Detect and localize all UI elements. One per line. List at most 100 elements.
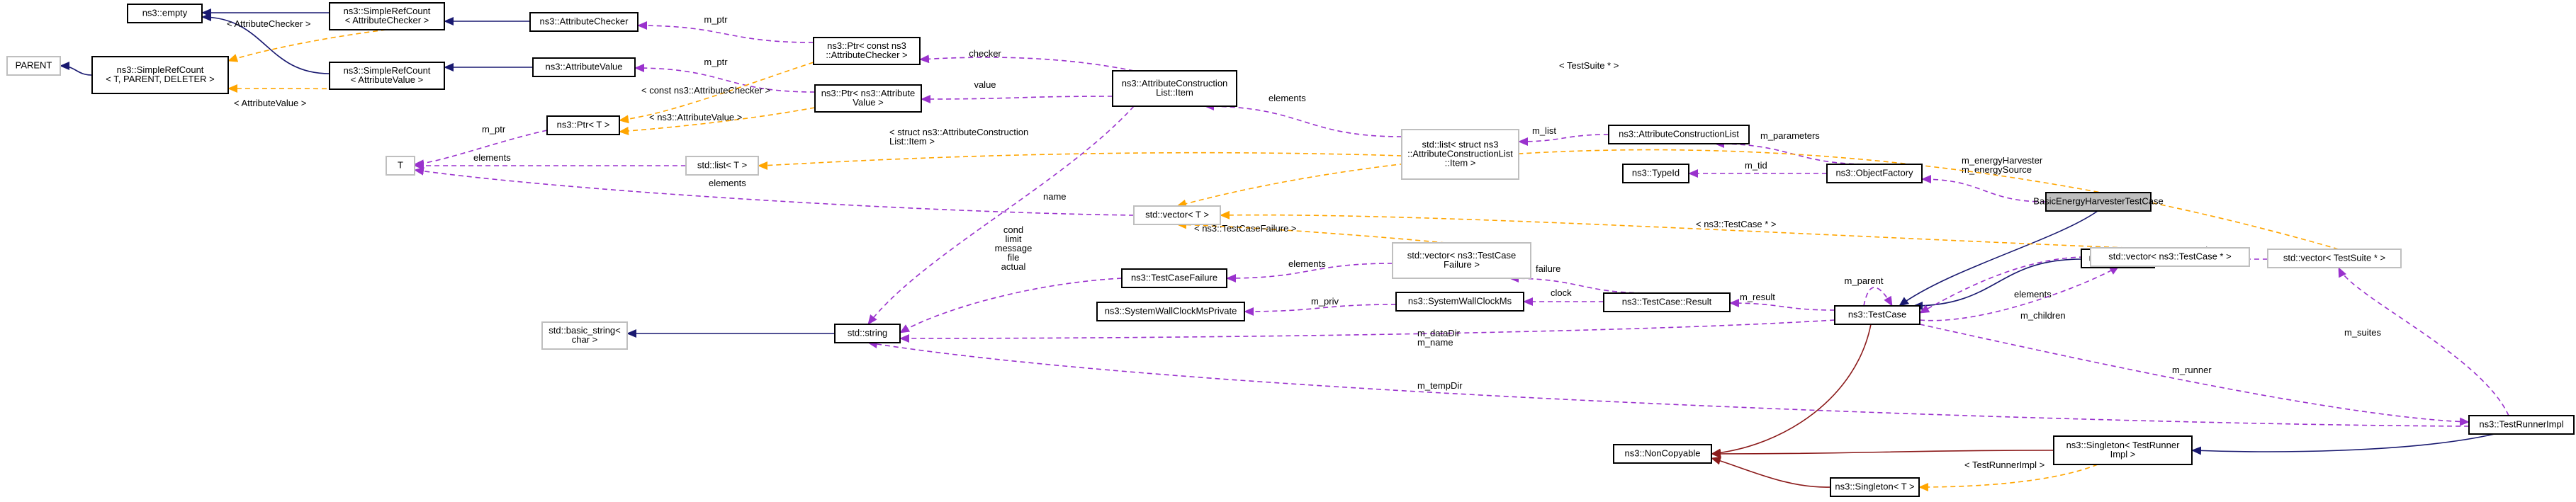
class-node-runnerImpl[interactable]: ns3::TestRunnerImpl — [2468, 415, 2575, 435]
class-node-label: std::string — [848, 328, 887, 338]
class-node-empty[interactable]: ns3::empty — [127, 4, 203, 23]
edge-line — [1918, 464, 2098, 491]
class-node-parent[interactable]: PARENT — [6, 56, 61, 76]
class-node-label: ns3::TestCaseFailure — [1131, 273, 1217, 283]
class-node-attrChecker[interactable]: ns3::AttributeChecker — [529, 12, 639, 32]
edge-line — [60, 62, 93, 76]
class-node-ptrT[interactable]: ns3::Ptr< T > — [546, 115, 620, 135]
class-node-label-line: < T, PARENT, DELETER > — [106, 74, 214, 84]
class-node-label-line: List::Item — [1156, 87, 1193, 98]
class-node-label-line: ns3::Singleton< T > — [1835, 481, 1914, 492]
class-node-typeId[interactable]: ns3::TypeId — [1622, 164, 1689, 183]
class-node-listT[interactable]: std::list< T > — [685, 156, 759, 176]
class-node-label: std::basic_string<char > — [549, 325, 621, 345]
class-node-tcFailure[interactable]: ns3::TestCaseFailure — [1121, 268, 1227, 288]
edge-line — [619, 62, 814, 124]
class-node-label-line: T — [398, 160, 403, 171]
edge-label: elements — [473, 152, 511, 163]
edge-line — [1729, 299, 1835, 311]
class-node-string[interactable]: std::string — [834, 324, 901, 343]
class-node-label-line: ns3::NonCopyable — [1625, 448, 1701, 459]
edge-acList-to-listItem: m_list — [1518, 125, 1609, 146]
edge-label: m_runner — [2172, 365, 2212, 375]
class-node-srcChecker[interactable]: ns3::SimpleRefCount< AttributeChecker > — [329, 2, 445, 30]
class-node-srcValue[interactable]: ns3::SimpleRefCount< AttributeValue > — [329, 62, 445, 90]
class-node-vecTestSuite[interactable]: std::vector< TestSuite * > — [2267, 249, 2402, 268]
class-node-behtc[interactable]: BasicEnergyHarvesterTestCase — [2033, 192, 2164, 212]
class-node-label-line: Failure > — [1444, 259, 1480, 270]
edge-label: m_result — [1740, 292, 1775, 302]
class-node-acList[interactable]: ns3::AttributeConstructionList — [1608, 125, 1750, 144]
class-node-attrValue[interactable]: ns3::AttributeValue — [532, 57, 636, 77]
class-node-basicString[interactable]: std::basic_string<char > — [541, 321, 628, 350]
edge-label-line: m_ptr — [704, 57, 728, 67]
class-node-label: std::list< struct ns3::AttributeConstruc… — [1407, 139, 1513, 169]
edge-vecFailure-to-vecT: < ns3::TestCaseFailure > — [1176, 220, 1446, 244]
class-node-label: ns3::SystemWallClockMsPrivate — [1105, 306, 1237, 316]
class-node-listItem[interactable]: std::list< struct ns3::AttributeConstruc… — [1401, 129, 1519, 180]
edge-label: < AttributeChecker > — [227, 18, 311, 29]
edge-label-line: m_priv — [1311, 296, 1339, 307]
class-node-label-line: ns3::AttributeConstructionList — [1619, 129, 1739, 139]
class-node-label-line: ns3::TestRunnerImpl — [2479, 419, 2563, 430]
class-node-box — [1121, 268, 1227, 288]
edge-line — [201, 13, 330, 74]
edge-line — [899, 278, 1123, 333]
class-node-label-line: PARENT — [16, 60, 52, 71]
class-node-nonCopyable[interactable]: ns3::NonCopyable — [1613, 444, 1712, 464]
edge-label-line: elements — [473, 152, 511, 163]
edge-line — [1919, 266, 2120, 321]
class-node-T[interactable]: T — [386, 156, 415, 176]
edge-swcm-to-swcmp: m_priv — [1244, 296, 1397, 316]
class-node-swcm[interactable]: ns3::SystemWallClockMs — [1395, 292, 1524, 312]
class-node-box — [1096, 302, 1245, 321]
edge-label-line: m_list — [1532, 125, 1556, 136]
class-node-box — [546, 115, 620, 135]
class-node-swcmp[interactable]: ns3::SystemWallClockMsPrivate — [1096, 302, 1245, 321]
edge-line — [414, 166, 1135, 216]
class-node-tcResult[interactable]: ns3::TestCase::Result — [1603, 292, 1731, 312]
class-node-label: ns3::AttributeChecker — [539, 16, 629, 27]
class-node-box — [1830, 477, 1920, 497]
class-node-singletonT[interactable]: ns3::Singleton< T > — [1830, 477, 1920, 497]
class-node-testCase[interactable]: ns3::TestCase — [1834, 305, 1920, 325]
edge-label-line: m_parameters — [1760, 130, 1820, 141]
class-node-label-line: ns3::Ptr< ns3::Attribute — [821, 88, 916, 98]
class-node-srcTPD[interactable]: ns3::SimpleRefCount< T, PARENT, DELETER … — [91, 56, 229, 94]
class-node-label: ns3::SystemWallClockMs — [1408, 296, 1512, 307]
class-node-label-line: ::AttributeConstructionList — [1407, 149, 1513, 159]
class-node-ptrChecker[interactable]: ns3::Ptr< const ns3::AttributeChecker > — [813, 37, 921, 65]
edge-runnerImpl-to-vecTestSuite: m_suites — [2338, 267, 2509, 416]
class-node-box — [1603, 292, 1731, 312]
edge-label-line: < const ns3::AttributeChecker > — [641, 85, 770, 96]
edge-line — [1226, 263, 1393, 283]
class-node-label-line: Value > — [853, 97, 884, 108]
class-node-objFactory[interactable]: ns3::ObjectFactory — [1826, 164, 1923, 183]
class-node-label: ns3::AttributeValue — [546, 62, 623, 72]
edge-label-line: < struct ns3::AttributeConstruction — [889, 127, 1028, 137]
class-node-vecTestCase[interactable]: std::vector< ns3::TestCase * > — [2090, 247, 2250, 267]
class-node-label-line: ns3::AttributeValue — [546, 62, 623, 72]
edge-label-line: List::Item > — [889, 136, 935, 147]
edge-vecFailure-to-tcFailure: elements — [1226, 258, 1393, 283]
edge-label-line: elements — [2014, 289, 2052, 300]
edge-label: < const ns3::AttributeChecker > — [641, 85, 770, 96]
edge-label: m_tempDir — [1417, 380, 1463, 391]
class-node-label-line: std::vector< T > — [1145, 210, 1209, 220]
edge-testCase-to-runnerImpl: m_runner — [1919, 324, 2470, 426]
edge-label: m_ptr — [482, 124, 506, 135]
edge-acItem-to-string: name — [867, 105, 1135, 325]
class-node-label-line: std::list< struct ns3 — [1422, 139, 1498, 150]
class-node-label-line: ns3::AttributeConstruction — [1122, 78, 1228, 89]
class-node-vecT[interactable]: std::vector< T > — [1133, 205, 1221, 225]
class-node-label: std::vector< TestSuite * > — [2283, 253, 2385, 263]
